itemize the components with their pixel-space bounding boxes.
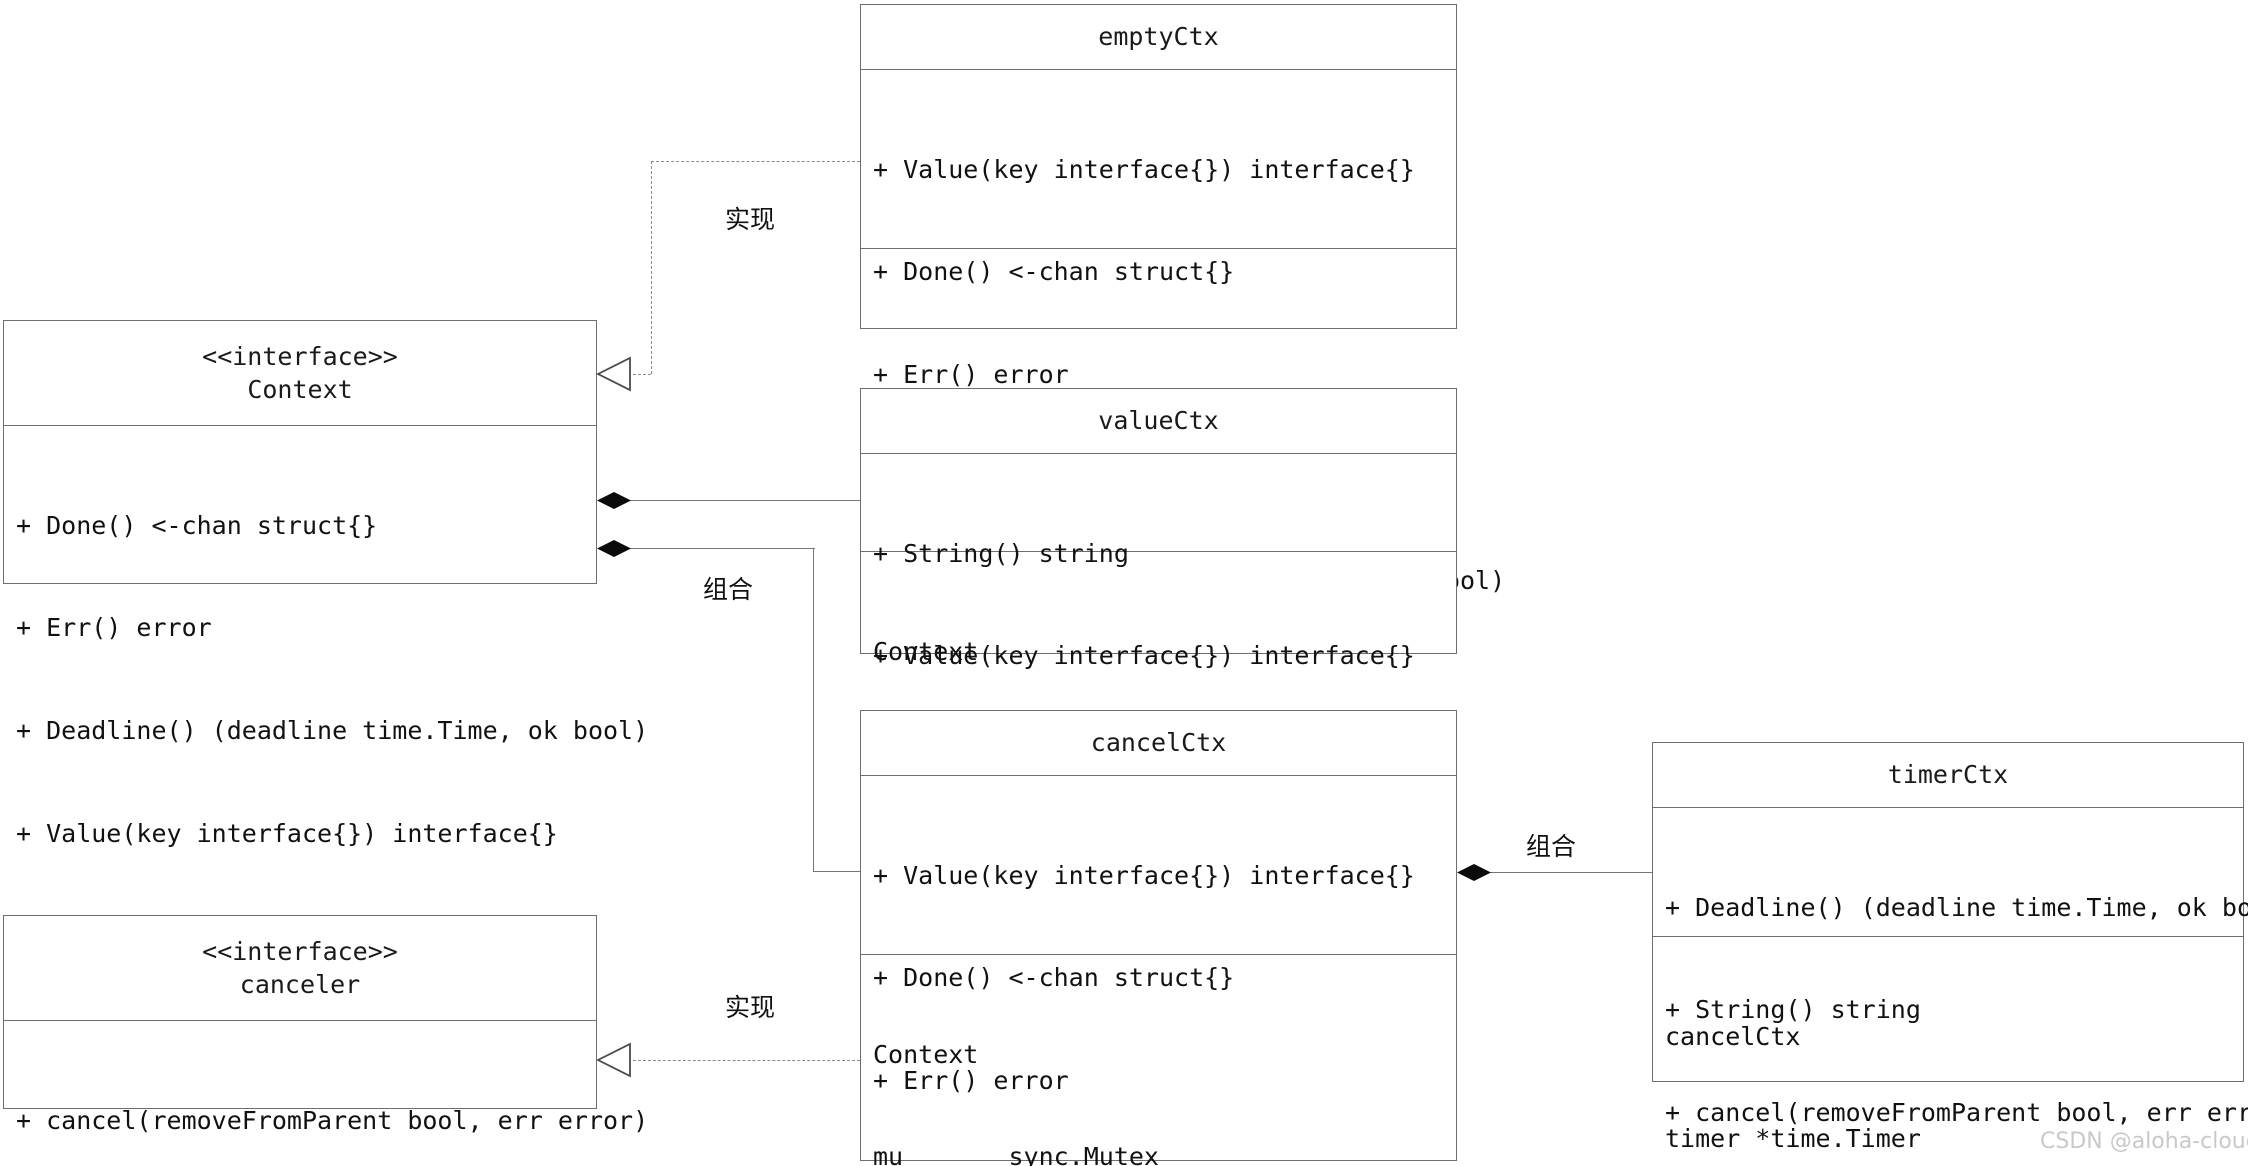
composition-diamond-icon-value-ctx — [597, 492, 631, 509]
methods-compartment-value-ctx: + String() string + Value(key interface{… — [861, 454, 1456, 671]
attribute-row: mu sync.Mutex — [873, 1142, 1159, 1166]
attributes-compartment-empty-ctx — [861, 248, 1456, 326]
edge-label-cancel-ctx-composition: 组合 — [700, 570, 757, 606]
realization-edge-empty-ctx-vertical — [651, 161, 652, 374]
attribute-row: timer *time.Timer — [1665, 1124, 1921, 1154]
composition-edge-cancel-ctx-horizontal-bottom — [813, 871, 860, 872]
method-row: + Value(key interface{}) interface{} — [873, 860, 1415, 890]
composition-edge-timer-ctx — [1472, 872, 1652, 873]
class-title-timer-ctx: timerCtx — [1653, 743, 2243, 808]
edge-label-empty-ctx-realization: 实现 — [722, 200, 779, 236]
class-name-cancel-ctx: cancelCtx — [1090, 728, 1227, 758]
class-name-timer-ctx: timerCtx — [1887, 760, 2009, 790]
class-name-empty-ctx: emptyCtx — [1098, 22, 1219, 52]
class-name-value-ctx: valueCtx — [1098, 406, 1219, 436]
composition-diamond-icon-timer-ctx — [1457, 864, 1491, 881]
edge-label-timer-ctx-composition: 组合 — [1523, 827, 1580, 863]
composition-edge-value-ctx — [612, 500, 860, 501]
method-row: + Done() <-chan struct{} — [16, 510, 378, 540]
csdn-watermark: CSDN @aloha-cloud — [2040, 1129, 2248, 1154]
method-row: + Value(key interface{}) interface{} — [16, 818, 558, 848]
class-box-cancel-ctx[interactable]: cancelCtx + Value(key interface{}) inter… — [860, 710, 1457, 1166]
realization-edge-empty-ctx-tail — [628, 374, 651, 375]
method-row: + Value(key interface{}) interface{} — [873, 154, 1415, 184]
method-row: + Value(key interface{}) interface{} — [873, 641, 1415, 671]
edge-label-canceler-realization: 实现 — [722, 988, 779, 1024]
methods-compartment-empty-ctx: + Value(key interface{}) interface{} + D… — [861, 70, 1505, 595]
composition-edge-cancel-ctx-horizontal-top — [612, 548, 815, 549]
attribute-row: Context — [873, 1039, 979, 1069]
stereotype-interface: <<interface>> — [202, 936, 398, 966]
class-name-context: Context — [247, 375, 353, 404]
attributes-compartment-cancel-ctx: Context mu sync.Mutex done chan struct{}… — [861, 954, 1456, 1166]
methods-compartment-timer-ctx: + Deadline() (deadline time.Time, ok boo… — [1653, 808, 2248, 1128]
class-box-canceler-interface[interactable]: <<interface>> canceler + cancel(removeFr… — [3, 915, 648, 1135]
class-title-context: <<interface>> Context — [4, 321, 596, 426]
methods-compartment-cancel-ctx: + Value(key interface{}) interface{} + D… — [861, 776, 1456, 1096]
class-name-canceler: canceler — [239, 970, 361, 999]
class-title-value-ctx: valueCtx — [861, 389, 1456, 454]
method-row: + cancel(removeFromParent bool, err erro… — [1665, 1098, 2248, 1127]
class-title-empty-ctx: emptyCtx — [861, 5, 1456, 70]
method-row: + Err() error — [873, 360, 1069, 389]
method-row: + String() string — [873, 538, 1129, 568]
class-title-canceler: <<interface>> canceler — [4, 916, 596, 1021]
class-title-cancel-ctx: cancelCtx — [861, 711, 1456, 776]
stereotype-interface: <<interface>> — [202, 341, 398, 371]
composition-edge-cancel-ctx-vertical — [813, 548, 814, 871]
method-row: + Deadline() (deadline time.Time, ok boo… — [16, 716, 649, 745]
method-row: + Err() error — [873, 1066, 1069, 1095]
composition-diamond-icon-cancel-ctx — [597, 540, 631, 557]
method-row: + Done() <-chan struct{} — [873, 257, 1235, 287]
attributes-compartment-timer-ctx: cancelCtx timer *time.Timer deadline tim… — [1653, 936, 2243, 1153]
realization-edge-canceler — [628, 1060, 860, 1061]
class-box-context-interface[interactable]: <<interface>> Context + Done() <-chan st… — [3, 320, 648, 848]
methods-compartment-context: + Done() <-chan struct{} + Err() error +… — [4, 426, 648, 848]
realization-edge-empty-ctx-horizontal — [651, 161, 860, 162]
attribute-row: Context — [873, 636, 979, 666]
method-row: + Done() <-chan struct{} — [873, 963, 1235, 993]
method-row: + String() string — [1665, 995, 1921, 1025]
method-row: + cancel(removeFromParent bool, err erro… — [16, 1105, 649, 1135]
methods-compartment-canceler: + cancel(removeFromParent bool, err erro… — [4, 1021, 648, 1135]
method-row: + Deadline() (deadline time.Time, ok boo… — [1665, 892, 2248, 922]
attribute-row: cancelCtx — [1665, 1021, 1801, 1051]
method-row: + Err() error — [16, 613, 212, 643]
class-box-timer-ctx[interactable]: timerCtx + Deadline() (deadline time.Tim… — [1652, 742, 2248, 1153]
class-box-value-ctx[interactable]: valueCtx + String() string + Value(key i… — [860, 388, 1457, 768]
class-box-empty-ctx[interactable]: emptyCtx + Value(key interface{}) interf… — [860, 4, 1505, 595]
